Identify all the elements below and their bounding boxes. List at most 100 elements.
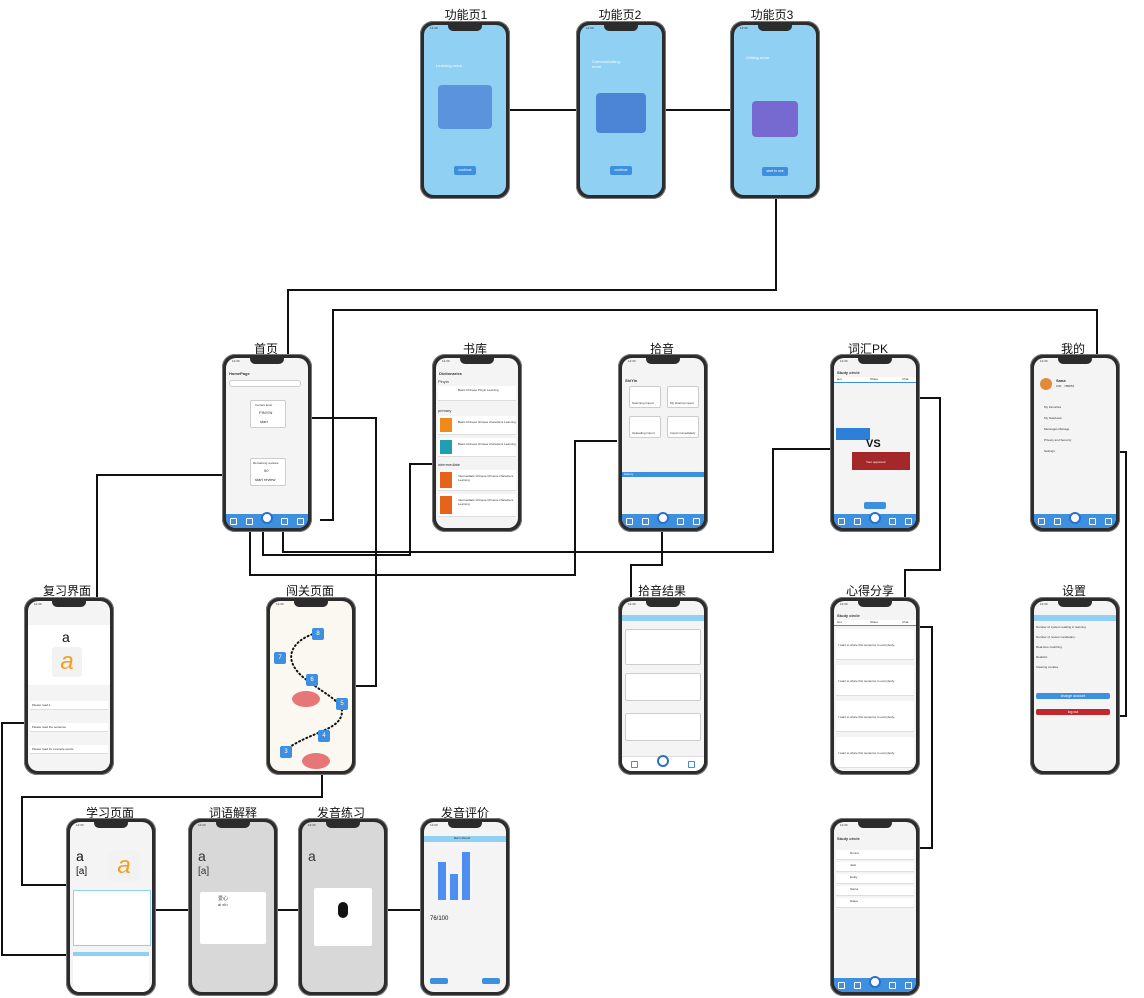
setting-toggle[interactable]: Clearing cookies (1036, 665, 1059, 669)
list-item[interactable]: Basic Chinese chinese characters Learnin… (438, 438, 516, 457)
post-item[interactable]: I want to share this sentence to everybo… (836, 629, 914, 660)
letter: a (308, 848, 316, 864)
change-account-button[interactable]: change account (1036, 693, 1110, 699)
practice-row[interactable]: Please read it (30, 701, 108, 710)
post-item[interactable]: I want to share this sentence to everybo… (836, 665, 914, 696)
phone-pickup[interactable]: 12:30 ShiYin Scanning import My sharing … (618, 354, 708, 532)
import-now-tile[interactable]: Import immediately (667, 416, 699, 438)
continue-button[interactable]: continue (610, 166, 632, 175)
letter: a (62, 629, 70, 645)
list-item[interactable]: Basic Chinese chinese characters Learnin… (438, 416, 516, 435)
setting-item[interactable]: Number of review vocabulary (1036, 635, 1075, 639)
review-count: 50 (264, 468, 269, 473)
continue-button[interactable]: continue (454, 166, 476, 175)
tab-strip[interactable]: Hot Share Chat (834, 377, 916, 383)
pinyin-card (625, 713, 701, 741)
pinyin: [a] (76, 866, 88, 877)
retry-button[interactable] (430, 978, 448, 984)
level-node[interactable]: 7 (274, 652, 286, 664)
menu-notebook[interactable]: My Notebook (1044, 416, 1062, 420)
menu-favorites[interactable]: My Favorites (1044, 405, 1062, 409)
letter-illustration: a (108, 850, 140, 882)
phone-vocab-pk[interactable]: 12:30 Study circle Hot Share Chat VS You… (830, 354, 920, 532)
word-popup[interactable]: 爱心 ài xīn (200, 892, 266, 944)
translation-card (625, 673, 701, 701)
search-input[interactable] (229, 380, 301, 387)
phone-onboard-3[interactable]: 12:30 Getting more start to use (730, 21, 820, 199)
letter: a (198, 848, 206, 864)
phone-library[interactable]: 12:30 Dictionaries Pinyin Basic Chinese … (432, 354, 522, 532)
phone-onboard-1[interactable]: 12:30 Learning more continue (420, 21, 510, 199)
page-title: HomePage (229, 371, 250, 376)
player-bar[interactable] (622, 755, 704, 771)
friend-item[interactable]: Donna (836, 850, 914, 860)
setting-toggle[interactable]: Realistic (1036, 655, 1048, 659)
post-item[interactable]: I want to share this sentence to everybo… (836, 737, 914, 768)
score: 76/100 (430, 916, 449, 922)
phone-settings[interactable]: 12:30 Number of system reading in learni… (1030, 597, 1120, 775)
level-value: PINYIN (259, 410, 273, 415)
share-import-tile[interactable]: My sharing import (667, 386, 699, 408)
start-review-button[interactable]: start review (255, 477, 276, 482)
microphone-icon[interactable] (338, 902, 348, 918)
start-button[interactable]: start to use (762, 167, 788, 176)
list-item[interactable]: Basic Chinese Pinyin Learning (438, 386, 516, 401)
phone-pickup-result[interactable]: 12:30 (618, 597, 708, 775)
menu-settings[interactable]: Settings (1044, 449, 1055, 453)
wire-pk (282, 448, 850, 553)
post-item[interactable]: I want to share this sentence to everybo… (836, 701, 914, 732)
friend-item[interactable]: Emily (836, 874, 914, 884)
start-button[interactable]: start (260, 419, 268, 424)
phone-home[interactable]: 12:30 HomePage Current level PINYIN star… (222, 354, 312, 532)
level-node[interactable]: 3 (280, 746, 292, 758)
label-pickup: 拾音 (649, 342, 674, 356)
phone-share[interactable]: 12:30 Study circle Hot Share Chat I want… (830, 597, 920, 775)
phone-levels[interactable]: 12:30 8 7 6 5 4 3 (266, 597, 356, 775)
header-bar (1034, 615, 1116, 621)
practice-row[interactable]: Please read for example words (30, 745, 108, 754)
menu-messages[interactable]: Messages Manage (1044, 427, 1070, 431)
tab-bar[interactable] (226, 512, 308, 528)
onboard-caption: Communicating more (592, 59, 620, 69)
tab-bar[interactable] (1034, 512, 1116, 528)
header-bar: Bar's Result (424, 836, 506, 842)
friend-item[interactable]: Diana (836, 898, 914, 908)
next-button[interactable] (482, 978, 500, 984)
phone-mine[interactable]: 12:30 Sana UID：786854 My Favorites My No… (1030, 354, 1120, 532)
list-item[interactable]: Intermediate Chinese Chinese characters … (438, 494, 516, 517)
phone-friends[interactable]: 12:30 Study circle Donna Jack Emily Sarn… (830, 818, 920, 996)
record-popup[interactable] (314, 888, 372, 946)
level-node[interactable]: 6 (306, 674, 318, 686)
phone-review[interactable]: 12:30 a a Please read it Please read the… (24, 597, 114, 775)
friend-item[interactable]: Sarna (836, 886, 914, 896)
list-item[interactable]: Intermediate Chinese Chinese characters … (438, 470, 516, 491)
tab-bar[interactable] (622, 512, 704, 528)
tab-bar[interactable] (834, 512, 916, 528)
level-card[interactable]: Current level PINYIN start (250, 400, 286, 428)
level-node[interactable]: 5 (336, 698, 348, 710)
phone-onboard-2[interactable]: 12:30 Communicating more continue (576, 21, 666, 199)
menu-privacy[interactable]: Privacy and Security (1044, 438, 1072, 442)
review-card[interactable]: Remaining reviews 50 start review (250, 458, 286, 486)
logout-button[interactable]: log out (1036, 709, 1110, 715)
label-vocab-pk: 词汇PK (847, 342, 888, 356)
level-node[interactable]: 8 (312, 628, 324, 640)
phone-pron-eval[interactable]: 12:30 Bar's Result 76/100 (420, 818, 510, 996)
section-primary: primary (438, 408, 452, 413)
tab-strip[interactable]: Hot Share Chat (834, 620, 916, 626)
tab-bar[interactable] (834, 976, 916, 992)
practice-row[interactable]: Please read the sentence (30, 723, 108, 732)
phone-study[interactable]: 12:30 a [a] a (66, 818, 156, 996)
setting-item[interactable]: Number of system reading in learning (1036, 625, 1086, 629)
upload-import-tile[interactable]: Uploading import (629, 416, 661, 438)
avatar[interactable] (1040, 378, 1052, 390)
phone-word-explain[interactable]: 12:30 a [a] 爱心 ài xīn (188, 818, 278, 996)
setting-toggle[interactable]: Real-time matching (1036, 645, 1062, 649)
level-node[interactable]: 4 (318, 730, 330, 742)
friend-item[interactable]: Jack (836, 862, 914, 872)
phone-pron-practice[interactable]: 12:30 a (298, 818, 388, 996)
scan-import-tile[interactable]: Scanning import (629, 386, 661, 408)
match-button[interactable] (864, 502, 886, 509)
word-reading: ài xīn (218, 902, 228, 907)
review-label: Remaining reviews (253, 461, 279, 465)
